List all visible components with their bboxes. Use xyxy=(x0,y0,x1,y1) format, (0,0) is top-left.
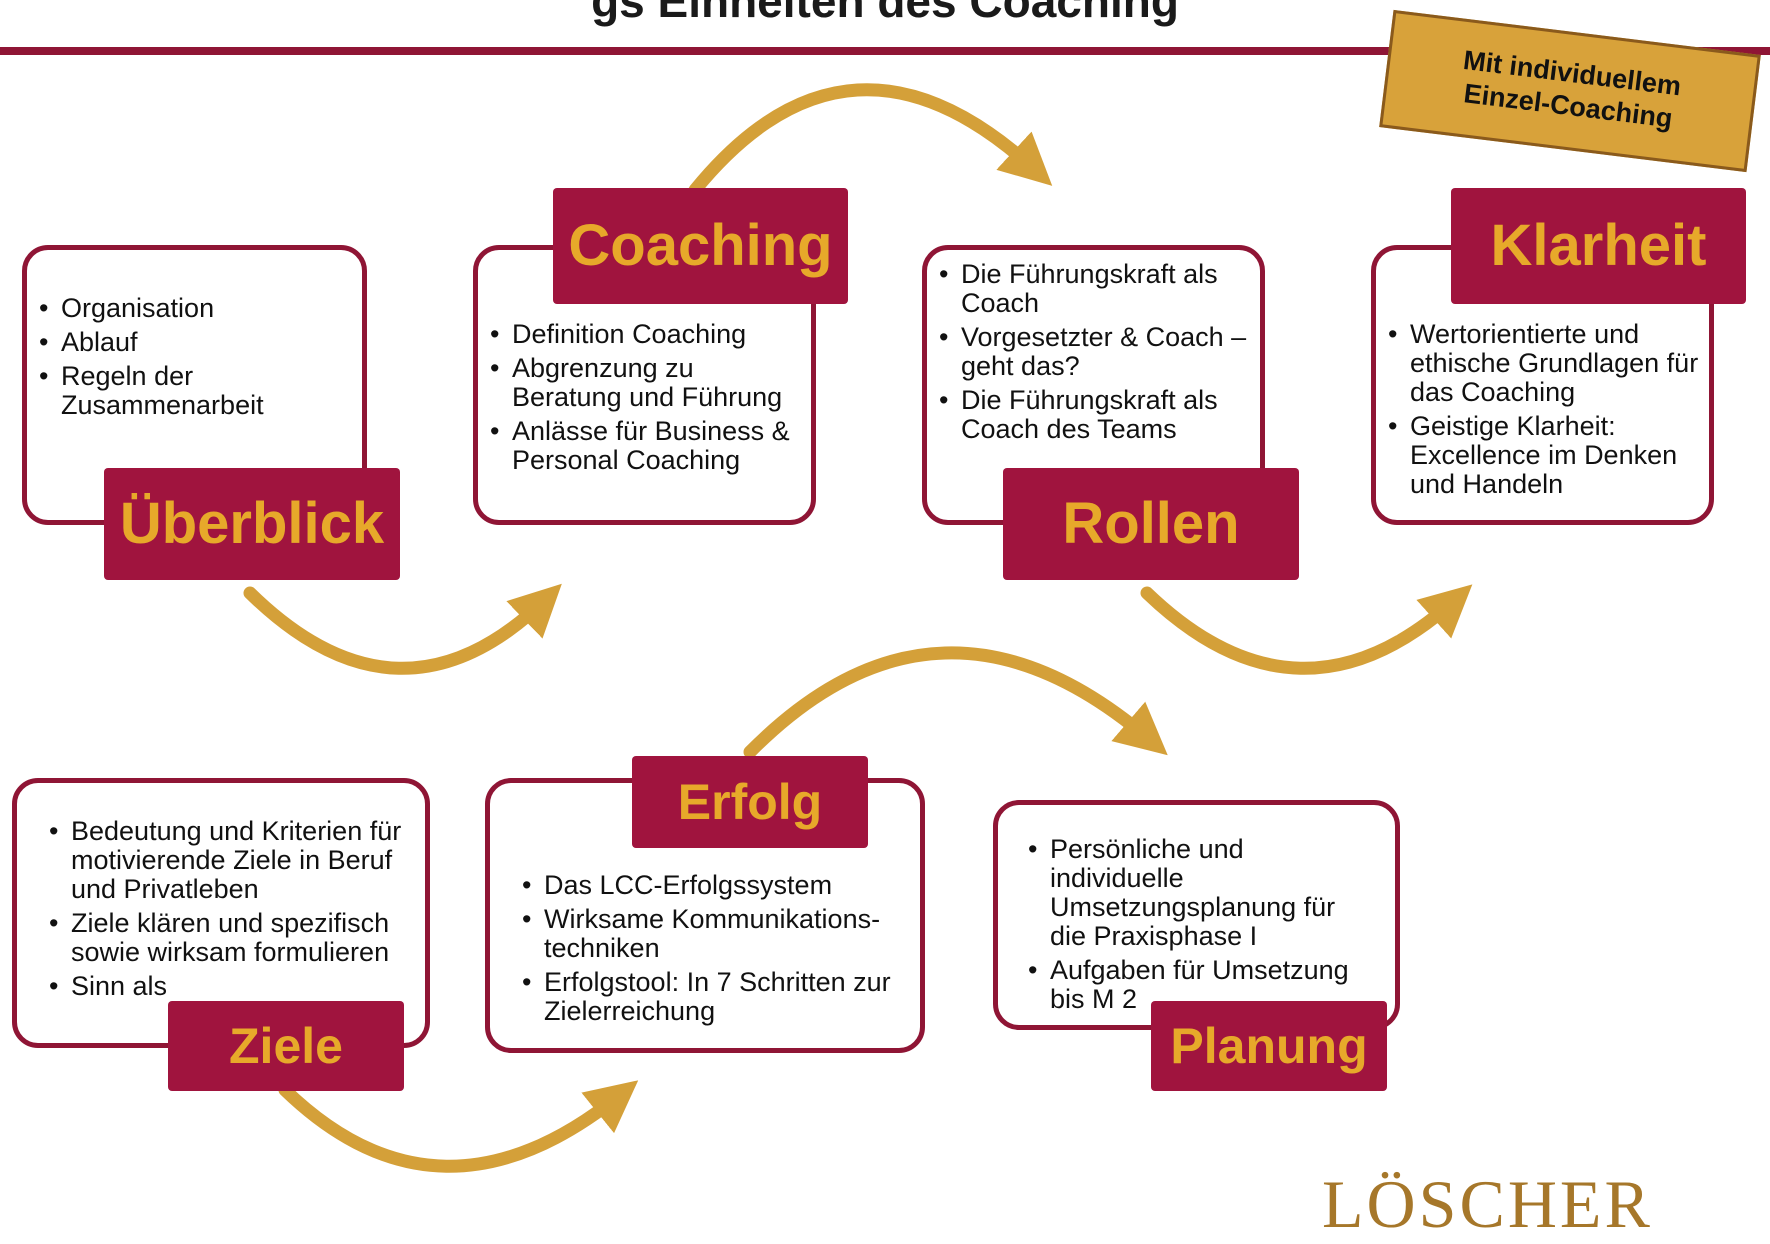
module-list: Die Führungskraft als Coach Vorgesetzter… xyxy=(927,260,1248,444)
module-list: Definition Coaching Abgrenzung zu Beratu… xyxy=(478,320,801,475)
module-box-erfolg: Das LCC-Erfolgssystem Wirksame Kommunika… xyxy=(485,778,925,1053)
brand-logo: LÖSCHER xyxy=(1322,1166,1653,1242)
module-label-rollen: Rollen xyxy=(1003,468,1299,580)
module-label-klarheit: Klarheit xyxy=(1451,188,1746,304)
list-item: Anlässe für Business & Personal Coaching xyxy=(490,417,801,475)
page-title: gs Einheiten des Coaching xyxy=(591,0,1179,27)
list-item: Abgrenzung zu Beratung und Führung xyxy=(490,354,801,412)
list-item: Geistige Klarheit: Excellence im Denken … xyxy=(1388,412,1699,499)
list-item: Organisation xyxy=(39,294,362,324)
list-item: Das LCC-Erfolgssystem xyxy=(522,871,900,901)
list-item: Definition Coaching xyxy=(490,320,801,350)
list-item: Aufgaben für Umsetzung bis M 2 xyxy=(1028,956,1375,1014)
list-item: Bedeutung und Kriterien für motivierende… xyxy=(49,817,405,904)
list-item: Persönliche und individuelle Umsetzungsp… xyxy=(1028,835,1375,951)
module-list: Wertorientierte und ethische Grundlagen … xyxy=(1376,320,1699,499)
module-label-ueberblick: Überblick xyxy=(104,468,400,580)
arrow-erfolg-planung xyxy=(743,646,1168,759)
flow-arrows xyxy=(243,83,1473,1173)
arrow-rollen-klarheit xyxy=(1140,584,1473,675)
header-divider xyxy=(0,47,1770,55)
arrow-coaching-rollen xyxy=(688,83,1053,197)
arrow-ziele-erfolg xyxy=(278,1080,639,1173)
module-list: Organisation Ablauf Regeln der Zusammena… xyxy=(27,294,362,420)
module-label-ziele: Ziele xyxy=(168,1001,404,1091)
list-item: Wertorientierte und ethische Grundlagen … xyxy=(1388,320,1699,407)
module-label-planung: Planung xyxy=(1151,1001,1387,1091)
list-item: Die Führungskraft als Coach xyxy=(939,260,1248,318)
module-box-planung: Persönliche und individuelle Umsetzungsp… xyxy=(993,800,1400,1030)
list-item: Ziele klären und spezifisch sowie wirksa… xyxy=(49,909,405,967)
arrow-ueberblick-coaching xyxy=(243,583,562,675)
module-label-coaching: Coaching xyxy=(553,188,848,304)
list-item: Die Führungskraft als Coach des Teams xyxy=(939,386,1248,444)
list-item: Sinn als xyxy=(49,972,405,1002)
module-label-erfolg: Erfolg xyxy=(632,756,868,848)
list-item: Erfolgstool: In 7 Schritten zur Zielerre… xyxy=(522,968,900,1026)
list-item: Wirksame Kommunikations-techniken xyxy=(522,905,900,963)
module-list: Persönliche und individuelle Umsetzungsp… xyxy=(998,835,1375,1014)
module-list: Das LCC-Erfolgssystem Wirksame Kommunika… xyxy=(490,871,900,1026)
list-item: Ablauf xyxy=(39,328,362,358)
module-list: Bedeutung und Kriterien für motivierende… xyxy=(17,817,405,1002)
list-item: Regeln der Zusammenarbeit xyxy=(39,362,301,420)
list-item: Vorgesetzter & Coach – geht das? xyxy=(939,323,1248,381)
